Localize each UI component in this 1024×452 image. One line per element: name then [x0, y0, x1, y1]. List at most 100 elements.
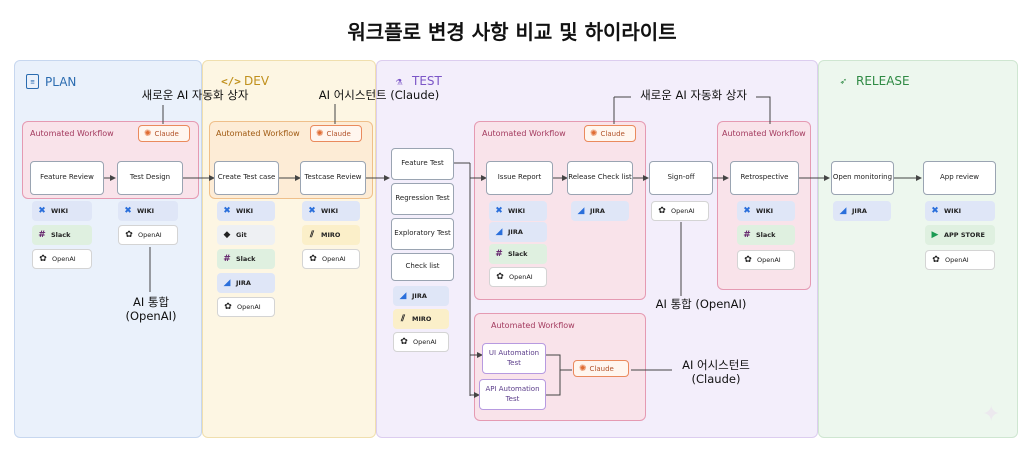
claude-icon: ✺ — [144, 128, 152, 139]
tool-label: JIRA — [852, 207, 867, 215]
annotation-ai-assistant-dev: AI 어시스턴트 (Claude) — [318, 88, 440, 102]
tool-slack: # Slack — [737, 225, 795, 245]
slack-icon: # — [743, 230, 751, 240]
tool-label: Slack — [508, 250, 528, 258]
openai-icon: ✿ — [224, 302, 232, 312]
tool-label: APP STORE — [944, 231, 985, 239]
tool-jira: ◢JIRA — [217, 273, 275, 293]
phase-release-header: ➶ RELEASE — [836, 74, 910, 88]
node-feature-review[interactable]: Feature Review — [30, 161, 104, 195]
phase-test-header: ⚗ TEST — [392, 74, 442, 88]
phase-dev-header: </> DEV — [221, 74, 270, 88]
claude-label: Claude — [326, 129, 351, 138]
node-create-test-case[interactable]: Create Test case — [214, 161, 279, 195]
tool-wiki: ✖ WIKI — [32, 201, 92, 221]
phase-test-label: TEST — [412, 74, 442, 88]
tool-jira: ◢JIRA — [489, 222, 547, 242]
openai-icon: ✿ — [932, 255, 940, 265]
tool-label: OpenAI — [671, 207, 695, 215]
tool-label: MIRO — [321, 231, 341, 239]
node-regression-test[interactable]: Regression Test — [391, 183, 454, 215]
node-ui-automation-test[interactable]: UI Automation Test — [482, 343, 546, 374]
tool-label: WIKI — [756, 207, 774, 215]
annotation-new-ai-box-plan: 새로운 AI 자동화 상자 — [141, 88, 249, 102]
tool-jira: ◢JIRA — [571, 201, 629, 221]
node-open-monitoring[interactable]: Open monitoring — [831, 161, 894, 195]
node-test-design[interactable]: Test Design — [117, 161, 183, 195]
openai-icon: ✿ — [658, 206, 666, 216]
phase-release-panel — [818, 60, 1018, 438]
node-app-review[interactable]: App review — [923, 161, 996, 195]
claude-badge-plan: ✺Claude — [138, 125, 190, 142]
page-title: 워크플로 변경 사항 비교 및 하이라이트 — [347, 20, 677, 44]
tool-openai: ✿ OpenAI — [651, 201, 709, 221]
claude-badge-test-2: ✺Claude — [573, 360, 629, 377]
openai-icon: ✿ — [309, 254, 317, 264]
tool-slack: #Slack — [217, 249, 275, 269]
jira-icon: ◢ — [839, 206, 847, 216]
tool-label: WIKI — [51, 207, 69, 215]
claude-label: Claude — [600, 129, 625, 138]
node-testcase-review[interactable]: Testcase Review — [300, 161, 366, 195]
tool-openai: ✿ OpenAI — [925, 250, 995, 270]
tool-label: JIRA — [236, 279, 251, 287]
dev-automated-workflow-label: Automated Workflow — [216, 129, 300, 138]
openai-icon: ✿ — [496, 272, 504, 282]
confluence-icon: ✖ — [308, 206, 316, 216]
node-sign-off[interactable]: Sign-off — [649, 161, 713, 195]
miro-icon: ⫽ — [400, 314, 405, 324]
tool-label: Slack — [51, 231, 71, 239]
tool-wiki: ✖WIKI — [925, 201, 995, 221]
tool-wiki: ✖ WIKI — [217, 201, 275, 221]
node-issue-report[interactable]: Issue Report — [486, 161, 553, 195]
claude-badge-dev: ✺Claude — [310, 125, 362, 142]
node-release-check-list[interactable]: Release Check list — [567, 161, 633, 195]
git-icon: ◆ — [223, 230, 231, 240]
claude-icon: ✺ — [316, 128, 324, 139]
tool-label: OpenAI — [945, 256, 969, 264]
claude-icon: ✺ — [579, 363, 587, 374]
tool-label: Git — [236, 231, 247, 239]
tool-openai: ✿ OpenAI — [302, 249, 360, 269]
confluence-icon: ✖ — [38, 206, 46, 216]
tool-jira: ◢JIRA — [393, 286, 449, 306]
phase-plan-label: PLAN — [45, 74, 77, 89]
test-automated-workflow-label-2: Automated Workflow — [491, 321, 575, 330]
node-retrospective[interactable]: Retrospective — [730, 161, 799, 195]
tool-label: WIKI — [321, 207, 339, 215]
tool-openai: ✿OpenAI — [32, 249, 92, 269]
tool-wiki: ✖ WIKI — [302, 201, 360, 221]
tool-openai: ✿OpenAI — [217, 297, 275, 317]
node-exploratory-test[interactable]: Exploratory Test — [391, 218, 454, 250]
miro-icon: ⫽ — [309, 230, 314, 240]
tool-slack: #Slack — [489, 244, 547, 264]
claude-label: Claude — [589, 364, 614, 373]
openai-icon: ✿ — [400, 337, 408, 347]
tool-openai: ✿OpenAI — [489, 267, 547, 287]
tool-label: JIRA — [590, 207, 605, 215]
node-feature-test[interactable]: Feature Test — [391, 148, 454, 180]
node-api-automation-test[interactable]: API Automation Test — [479, 379, 546, 410]
tool-label: OpenAI — [52, 255, 76, 263]
tool-label: Slack — [756, 231, 776, 239]
play-store-icon: ▶ — [931, 230, 939, 240]
tool-openai: ✿ OpenAI — [393, 332, 449, 352]
tool-label: OpenAI — [413, 338, 437, 346]
claude-icon: ✺ — [590, 128, 598, 139]
tool-app-store: ▶ APP STORE — [925, 225, 995, 245]
test-automated-workflow-label-1: Automated Workflow — [482, 129, 566, 138]
confluence-icon: ✖ — [223, 206, 231, 216]
tool-label: WIKI — [236, 207, 254, 215]
tool-label: OpenAI — [322, 255, 346, 263]
openai-icon: ✿ — [125, 230, 133, 240]
openai-icon: ✿ — [744, 255, 752, 265]
slack-icon: # — [223, 254, 231, 264]
phase-dev-label: DEV — [244, 74, 270, 88]
annotation-new-ai-box-test: 새로운 AI 자동화 상자 — [640, 88, 747, 102]
annotation-ai-assistant-test: AI 어시스턴트 (Claude) — [682, 358, 750, 386]
node-check-list[interactable]: Check list — [391, 253, 454, 281]
tool-label: WIKI — [137, 207, 155, 215]
jira-icon: ◢ — [399, 291, 407, 301]
tool-miro: ⫽ MIRO — [302, 225, 360, 245]
